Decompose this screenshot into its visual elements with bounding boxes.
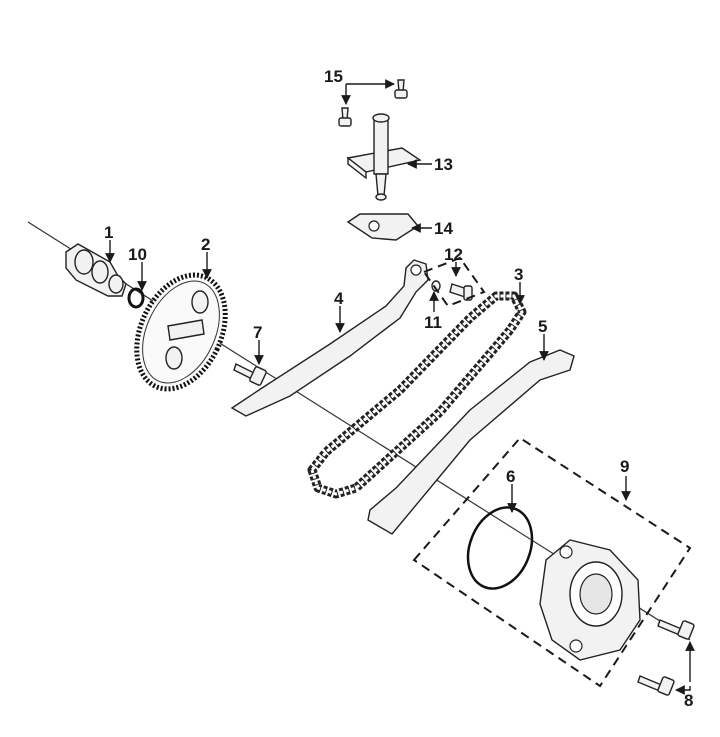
- callout-labels: 1 2 3 4 5 6 7 8 9 10 11 12 13 14 15: [104, 67, 693, 710]
- callout-2: 2: [201, 235, 210, 254]
- cam-sprocket-part: [134, 272, 228, 392]
- leader-lines: [105, 79, 695, 695]
- slider-pivot-hole: [410, 264, 422, 276]
- screws-part: [338, 79, 408, 127]
- chain-link-highlight: [310, 294, 524, 496]
- callout-6: 6: [506, 467, 515, 486]
- group-box-9: [412, 436, 692, 688]
- callout-14: 14: [434, 219, 453, 238]
- callout-10: 10: [128, 245, 147, 264]
- callout-5: 5: [538, 317, 547, 336]
- leader-8a: [675, 685, 691, 695]
- group-box-11-12: [422, 256, 486, 308]
- callout-1: 1: [104, 223, 113, 242]
- callout-9: 9: [620, 457, 629, 476]
- callout-4: 4: [334, 289, 344, 308]
- bolt-part: [233, 363, 267, 386]
- callout-8: 8: [684, 691, 693, 710]
- callout-12: 12: [444, 245, 463, 264]
- camshaft-part: [65, 243, 127, 297]
- tensioner-slider-part: [230, 259, 429, 417]
- callout-15: 15: [324, 67, 343, 86]
- callout-3: 3: [514, 265, 523, 284]
- chain-guide-part: [367, 349, 575, 535]
- callout-11: 11: [424, 313, 442, 332]
- large-o-ring-part: [466, 506, 534, 590]
- callout-7: 7: [253, 323, 262, 342]
- callout-13: 13: [434, 155, 453, 174]
- o-ring-part: [127, 287, 145, 309]
- housing-part: [539, 539, 641, 661]
- tensioner-lifter-part: [346, 113, 422, 201]
- housing-bolts-part: [637, 619, 695, 696]
- gasket-part: [346, 213, 420, 241]
